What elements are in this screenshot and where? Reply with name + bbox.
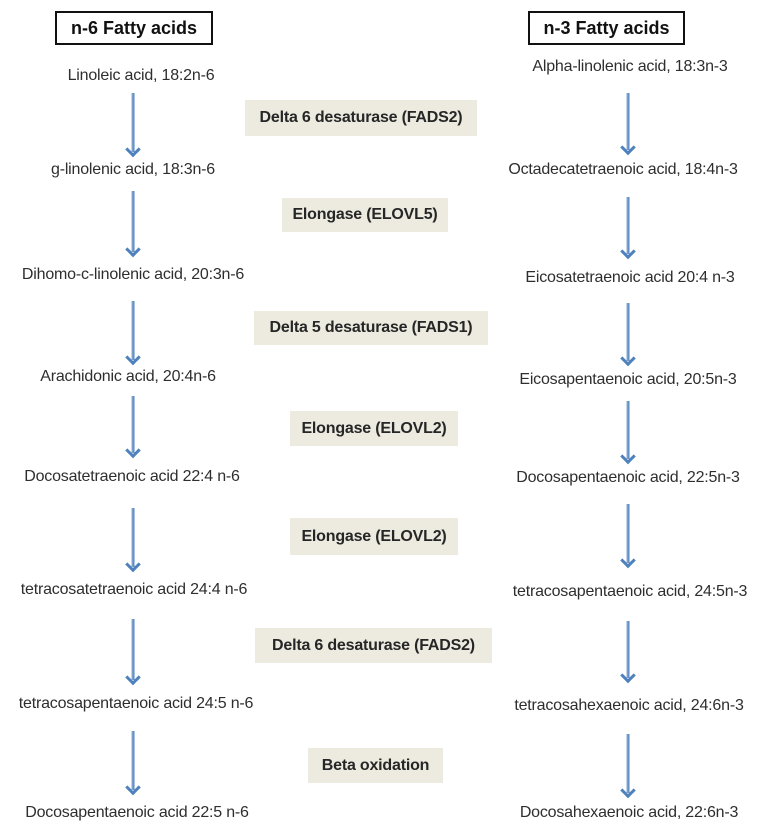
down-arrow <box>621 504 635 566</box>
compound-tetracosatetraenoic-acid: tetracosatetraenoic acid 24:4 n-6 <box>20 581 248 598</box>
compound-docosatetraenoic-acid: Docosatetraenoic acid 22:4 n-6 <box>24 468 240 485</box>
compound-linoleic-acid: Linoleic acid, 18:2n-6 <box>67 67 215 84</box>
down-arrow <box>126 731 140 793</box>
enzyme-elongase-elovl5: Elongase (ELOVL5) <box>282 198 448 232</box>
down-arrow <box>126 396 140 456</box>
down-arrow <box>621 621 635 681</box>
compound-g-linolenic-acid: g-linolenic acid, 18:3n-6 <box>51 161 215 178</box>
down-arrow <box>126 508 140 570</box>
compound-tetracosapentaenoic-acid-n3: tetracosapentaenoic acid, 24:5n-3 <box>512 583 748 600</box>
enzyme-delta6-desaturase-fads2-1: Delta 6 desaturase (FADS2) <box>245 100 477 136</box>
enzyme-elongase-elovl2-1: Elongase (ELOVL2) <box>290 411 458 446</box>
enzyme-delta5-desaturase-fads1: Delta 5 desaturase (FADS1) <box>254 311 488 345</box>
compound-docosahexaenoic-acid: Docosahexaenoic acid, 22:6n-3 <box>519 804 739 821</box>
compound-eicosapentaenoic-acid: Eicosapentaenoic acid, 20:5n-3 <box>519 371 737 388</box>
enzyme-beta-oxidation: Beta oxidation <box>308 748 443 783</box>
n3-column-header: n-3 Fatty acids <box>528 11 685 45</box>
enzyme-elongase-elovl2-2: Elongase (ELOVL2) <box>290 518 458 555</box>
down-arrow <box>126 93 140 155</box>
down-arrow <box>126 619 140 683</box>
down-arrow <box>621 197 635 257</box>
compound-docosapentaenoic-acid-n3: Docosapentaenoic acid, 22:5n-3 <box>516 469 740 486</box>
down-arrow <box>126 301 140 363</box>
enzyme-delta6-desaturase-fads2-2: Delta 6 desaturase (FADS2) <box>255 628 492 663</box>
compound-dihomo-linolenic-acid: Dihomo-c-linolenic acid, 20:3n-6 <box>21 266 245 283</box>
compound-tetracosapentaenoic-acid-n6: tetracosapentaenoic acid 24:5 n-6 <box>18 695 254 712</box>
compound-octadecatetraenoic-acid: Octadecatetraenoic acid, 18:4n-3 <box>508 161 738 178</box>
compound-alpha-linolenic-acid: Alpha-linolenic acid, 18:3n-3 <box>532 58 728 75</box>
down-arrow <box>621 93 635 153</box>
compound-tetracosahexaenoic-acid: tetracosahexaenoic acid, 24:6n-3 <box>514 697 744 714</box>
down-arrow <box>126 191 140 255</box>
compound-eicosatetraenoic-acid: Eicosatetraenoic acid 20:4 n-3 <box>525 269 735 286</box>
compound-docosapentaenoic-acid-n6: Docosapentaenoic acid 22:5 n-6 <box>25 804 249 821</box>
compound-arachidonic-acid: Arachidonic acid, 20:4n-6 <box>40 368 216 385</box>
n6-column-header: n-6 Fatty acids <box>55 11 213 45</box>
down-arrow <box>621 401 635 462</box>
down-arrow <box>621 303 635 364</box>
down-arrow <box>621 734 635 796</box>
